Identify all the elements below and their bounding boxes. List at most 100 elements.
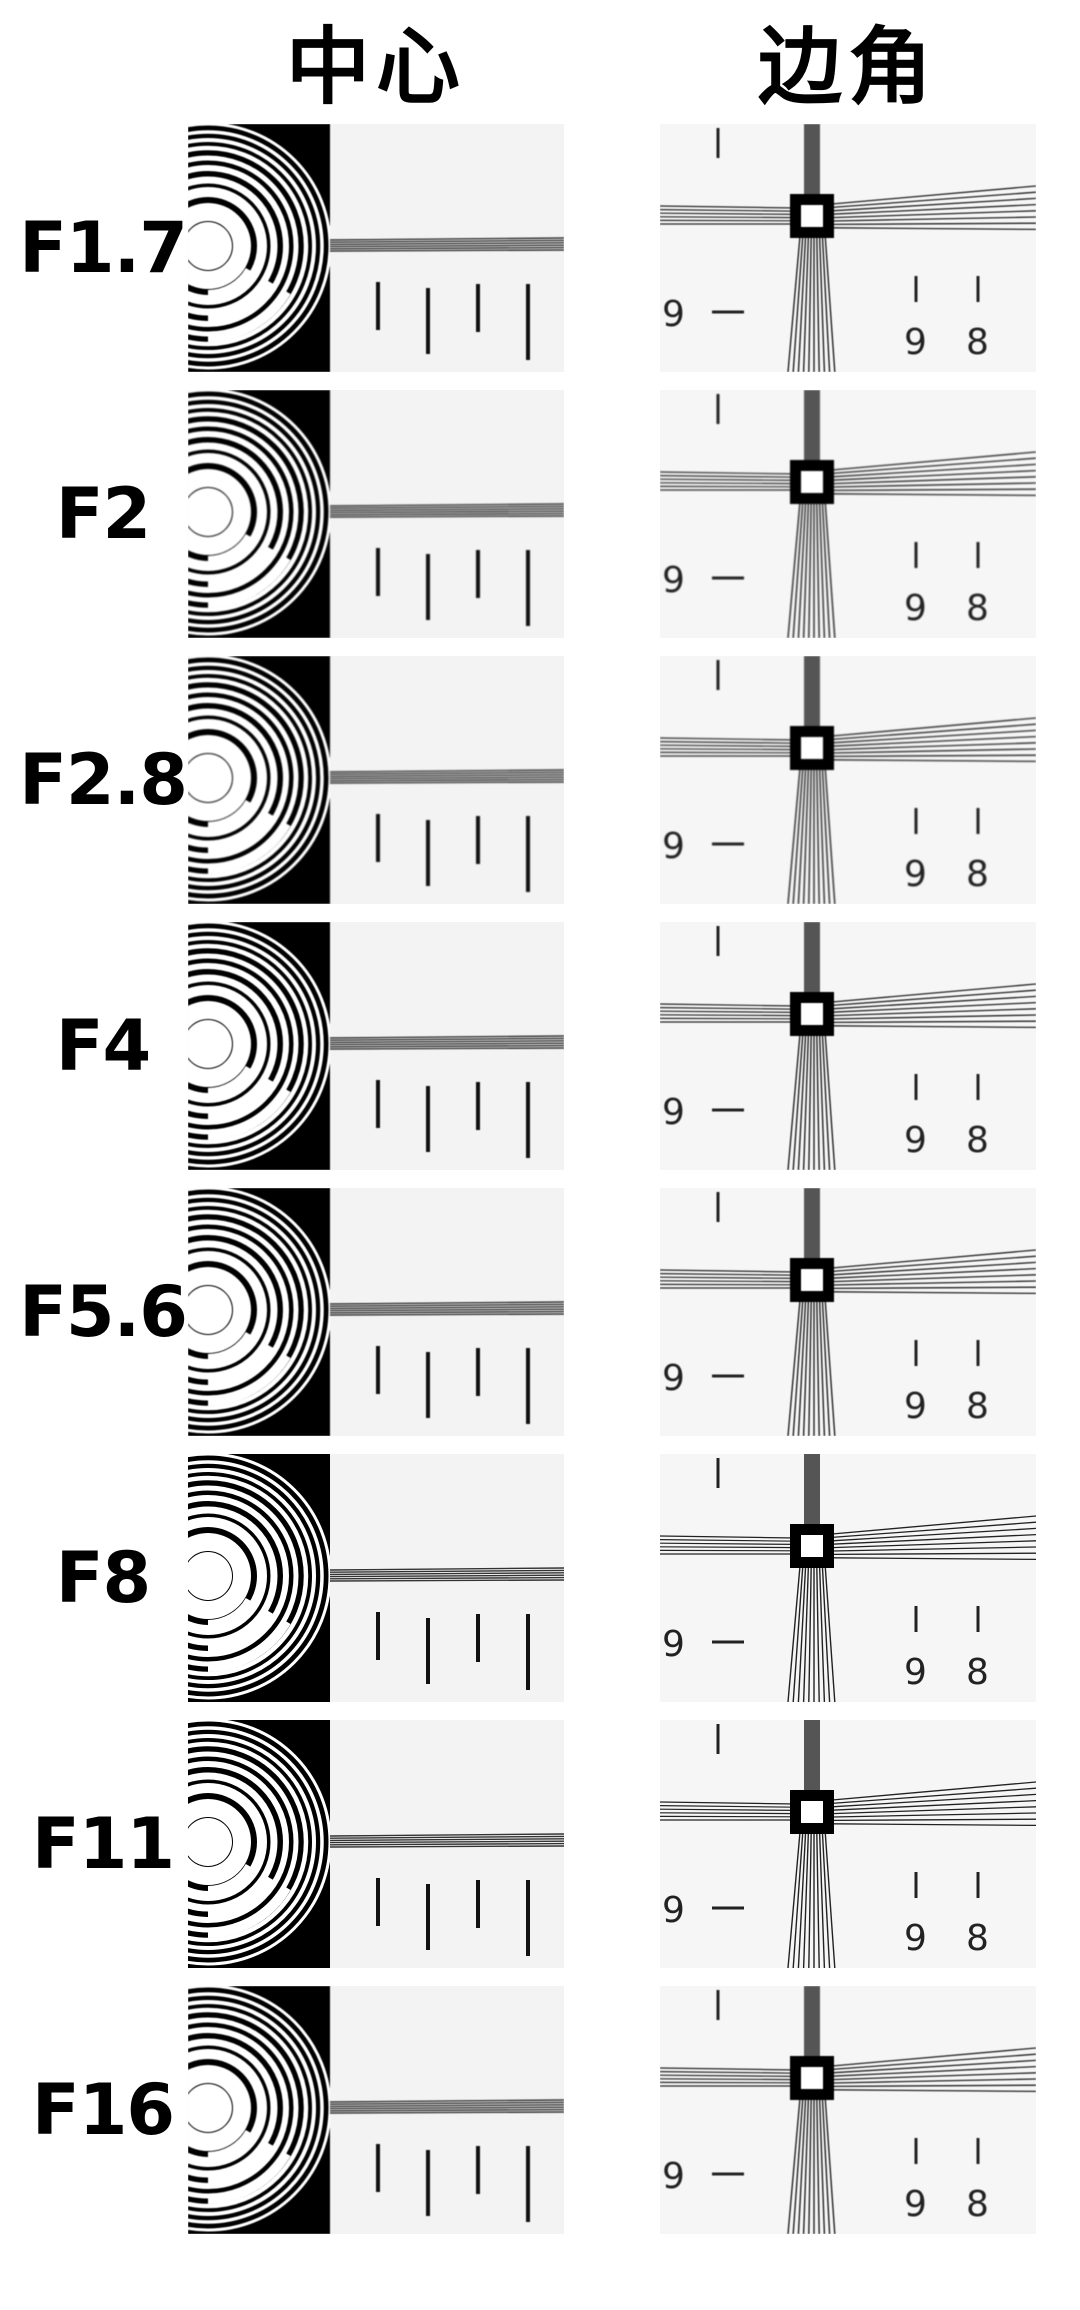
corner-vertical-bundle-bottom <box>787 1831 836 1968</box>
aperture-label: F1.7 <box>19 207 188 289</box>
corner-number-bottom-a: 9 <box>904 1386 927 1427</box>
corner-vertical-bar-top <box>804 124 820 198</box>
horizontal-line-bundle <box>329 2099 564 2114</box>
corner-horizontal-bundle-left <box>660 1801 797 1821</box>
center-sharpness-crop <box>188 124 564 372</box>
center-sharpness-crop <box>188 922 564 1170</box>
center-sharpness-crop <box>188 1454 564 1702</box>
aperture-label: F2 <box>55 473 152 555</box>
corner-horizontal-bundle-right <box>831 983 1036 1029</box>
vertical-tick-marks <box>376 1346 530 1424</box>
corner-horizontal-bundle-right <box>831 717 1036 763</box>
center-sharpness-crop <box>188 1986 564 2234</box>
corner-number-bottom-a: 9 <box>904 322 927 363</box>
center-test-chart <box>188 1454 564 1702</box>
center-test-chart <box>188 124 564 372</box>
center-test-chart <box>188 390 564 638</box>
corner-number-bottom-a: 9 <box>904 1918 927 1959</box>
corner-horizontal-bundle-left <box>660 1003 797 1023</box>
corner-vertical-bar-top <box>804 1720 820 1794</box>
corner-number-left: 9 <box>662 1890 685 1931</box>
corner-horizontal-bundle-right <box>831 1515 1036 1561</box>
corner-number-bottom-b: 8 <box>966 322 989 363</box>
corner-number-bottom-a: 9 <box>904 588 927 629</box>
horizontal-line-bundle <box>329 769 564 784</box>
horizontal-line-bundle <box>329 503 564 518</box>
corner-number-left: 9 <box>662 826 685 867</box>
vertical-tick-marks <box>376 1612 530 1690</box>
corner-number-bottom-a: 9 <box>904 2184 927 2225</box>
vertical-tick-marks <box>376 548 530 626</box>
center-test-chart <box>188 922 564 1170</box>
corner-vertical-bundle-bottom <box>787 1033 836 1170</box>
center-sharpness-crop <box>188 1188 564 1436</box>
corner-number-bottom-b: 8 <box>966 1918 989 1959</box>
corner-horizontal-bundle-right <box>831 1249 1036 1295</box>
corner-number-left: 9 <box>662 1624 685 1665</box>
corner-horizontal-bundle-right <box>831 451 1036 497</box>
corner-horizontal-bundle-right <box>831 2047 1036 2093</box>
corner-number-left: 9 <box>662 560 685 601</box>
corner-number-left: 9 <box>662 1092 685 1133</box>
corner-vertical-bundle-bottom <box>787 1299 836 1436</box>
corner-number-bottom-b: 8 <box>966 1120 989 1161</box>
center-sharpness-crop <box>188 390 564 638</box>
corner-number-bottom-a: 9 <box>904 1120 927 1161</box>
corner-number-bottom-b: 8 <box>966 1652 989 1693</box>
concentric-rings <box>188 1720 330 1966</box>
horizontal-line-bundle <box>329 1567 564 1582</box>
concentric-rings <box>188 1188 330 1434</box>
vertical-tick-marks <box>376 2144 530 2222</box>
corner-number-bottom-b: 8 <box>966 1386 989 1427</box>
corner-column-header: 边角 <box>757 17 938 116</box>
corner-horizontal-bundle-right <box>831 185 1036 231</box>
corner-vertical-bar-top <box>804 1986 820 2060</box>
vertical-tick-marks <box>376 814 530 892</box>
corner-number-bottom-a: 9 <box>904 854 927 895</box>
corner-vertical-bar-top <box>804 1454 820 1528</box>
corner-number-left: 9 <box>662 294 685 335</box>
corner-vertical-bar-top <box>804 390 820 464</box>
center-column-header: 中心 <box>285 17 466 116</box>
horizontal-line-bundle <box>329 237 564 252</box>
corner-horizontal-bundle-left <box>660 471 797 491</box>
corner-number-bottom-b: 8 <box>966 854 989 895</box>
concentric-rings <box>188 656 330 902</box>
corner-horizontal-bundle-left <box>660 737 797 757</box>
corner-number-bottom-a: 9 <box>904 1652 927 1693</box>
aperture-label: F8 <box>55 1537 152 1619</box>
corner-vertical-bar-top <box>804 656 820 730</box>
concentric-rings <box>188 1986 330 2232</box>
corner-horizontal-bundle-left <box>660 1535 797 1555</box>
center-test-chart <box>188 1986 564 2234</box>
vertical-tick-marks <box>376 1080 530 1158</box>
aperture-label: F2.8 <box>19 739 188 821</box>
concentric-rings <box>188 124 330 370</box>
aperture-label: F11 <box>31 1803 175 1885</box>
center-test-chart <box>188 656 564 904</box>
horizontal-line-bundle <box>329 1035 564 1050</box>
corner-number-bottom-b: 8 <box>966 588 989 629</box>
corner-horizontal-bundle-right <box>831 1781 1036 1827</box>
corner-number-left: 9 <box>662 1358 685 1399</box>
aperture-label: F16 <box>31 2069 175 2151</box>
aperture-label: F4 <box>55 1005 152 1087</box>
